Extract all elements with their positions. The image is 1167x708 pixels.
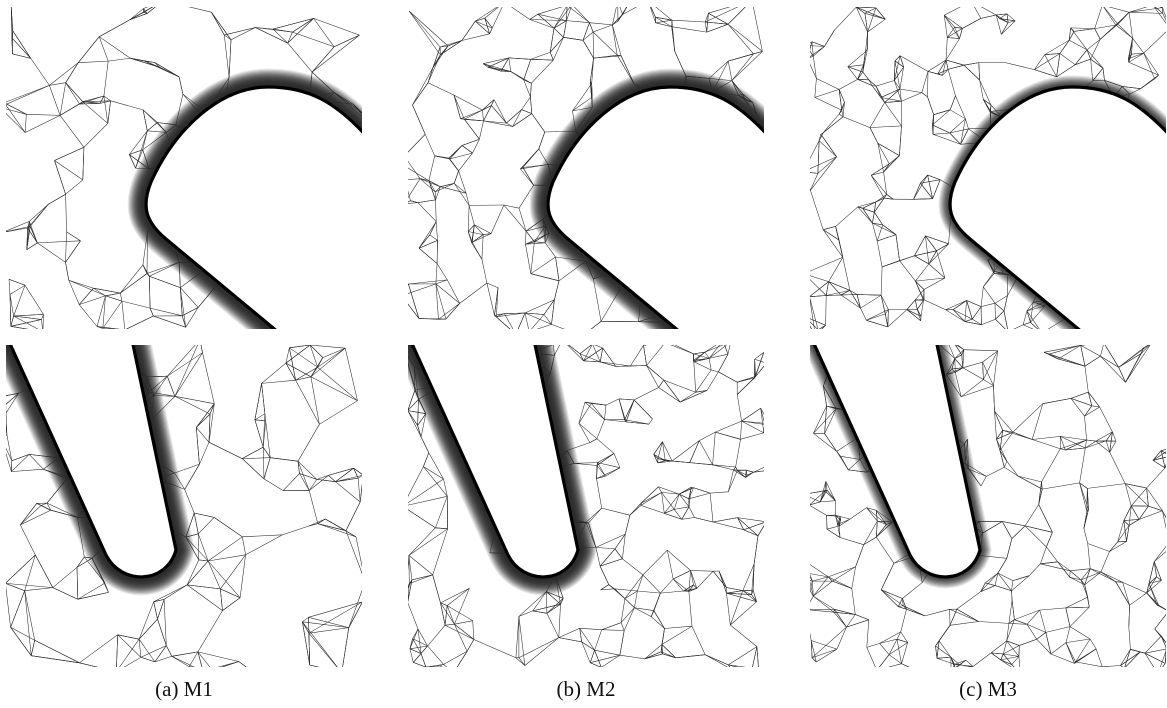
- caption-c: (c) M3: [959, 677, 1017, 701]
- mesh-b-top: [408, 7, 764, 329]
- mesh-panel-c-leading-edge: [810, 7, 1166, 329]
- mesh-c-bottom: [810, 345, 1166, 667]
- mesh-panel-b-leading-edge: [408, 7, 764, 329]
- mesh-a-top: [6, 7, 362, 329]
- mesh-b-bottom: [408, 345, 764, 667]
- mesh-panel-a-trailing-edge: [6, 345, 362, 667]
- mesh-panel-b-trailing-edge: [408, 345, 764, 667]
- mesh-panel-a-leading-edge: [6, 7, 362, 329]
- caption-b: (b) M2: [556, 677, 616, 701]
- mesh-a-bottom: [6, 345, 362, 667]
- mesh-panel-c-trailing-edge: [810, 345, 1166, 667]
- mesh-c-top: [810, 7, 1166, 329]
- caption-a: (a) M1: [155, 677, 213, 701]
